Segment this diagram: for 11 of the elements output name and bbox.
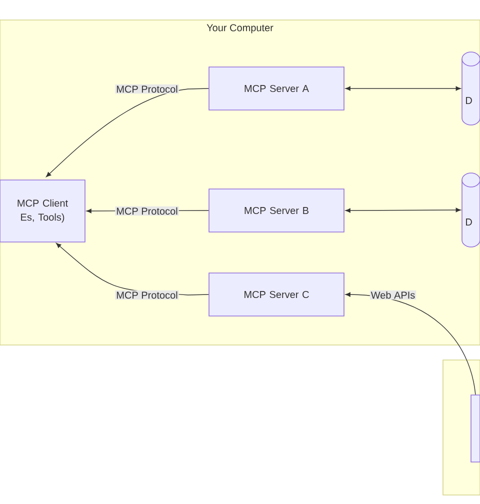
process-box: MCP Server C	[208, 272, 344, 316]
arrow	[46, 88, 209, 178]
process-box: MCP Server B	[208, 188, 344, 232]
process-box	[470, 394, 480, 462]
arrow	[345, 292, 476, 395]
arrow	[345, 86, 461, 91]
process-box: MCP Server A	[208, 66, 344, 110]
database-cylinder: D	[462, 52, 480, 126]
process-box: MCP Client Es, Tools)	[0, 180, 86, 242]
arrow	[345, 208, 461, 213]
database-cylinder: D	[462, 172, 480, 248]
